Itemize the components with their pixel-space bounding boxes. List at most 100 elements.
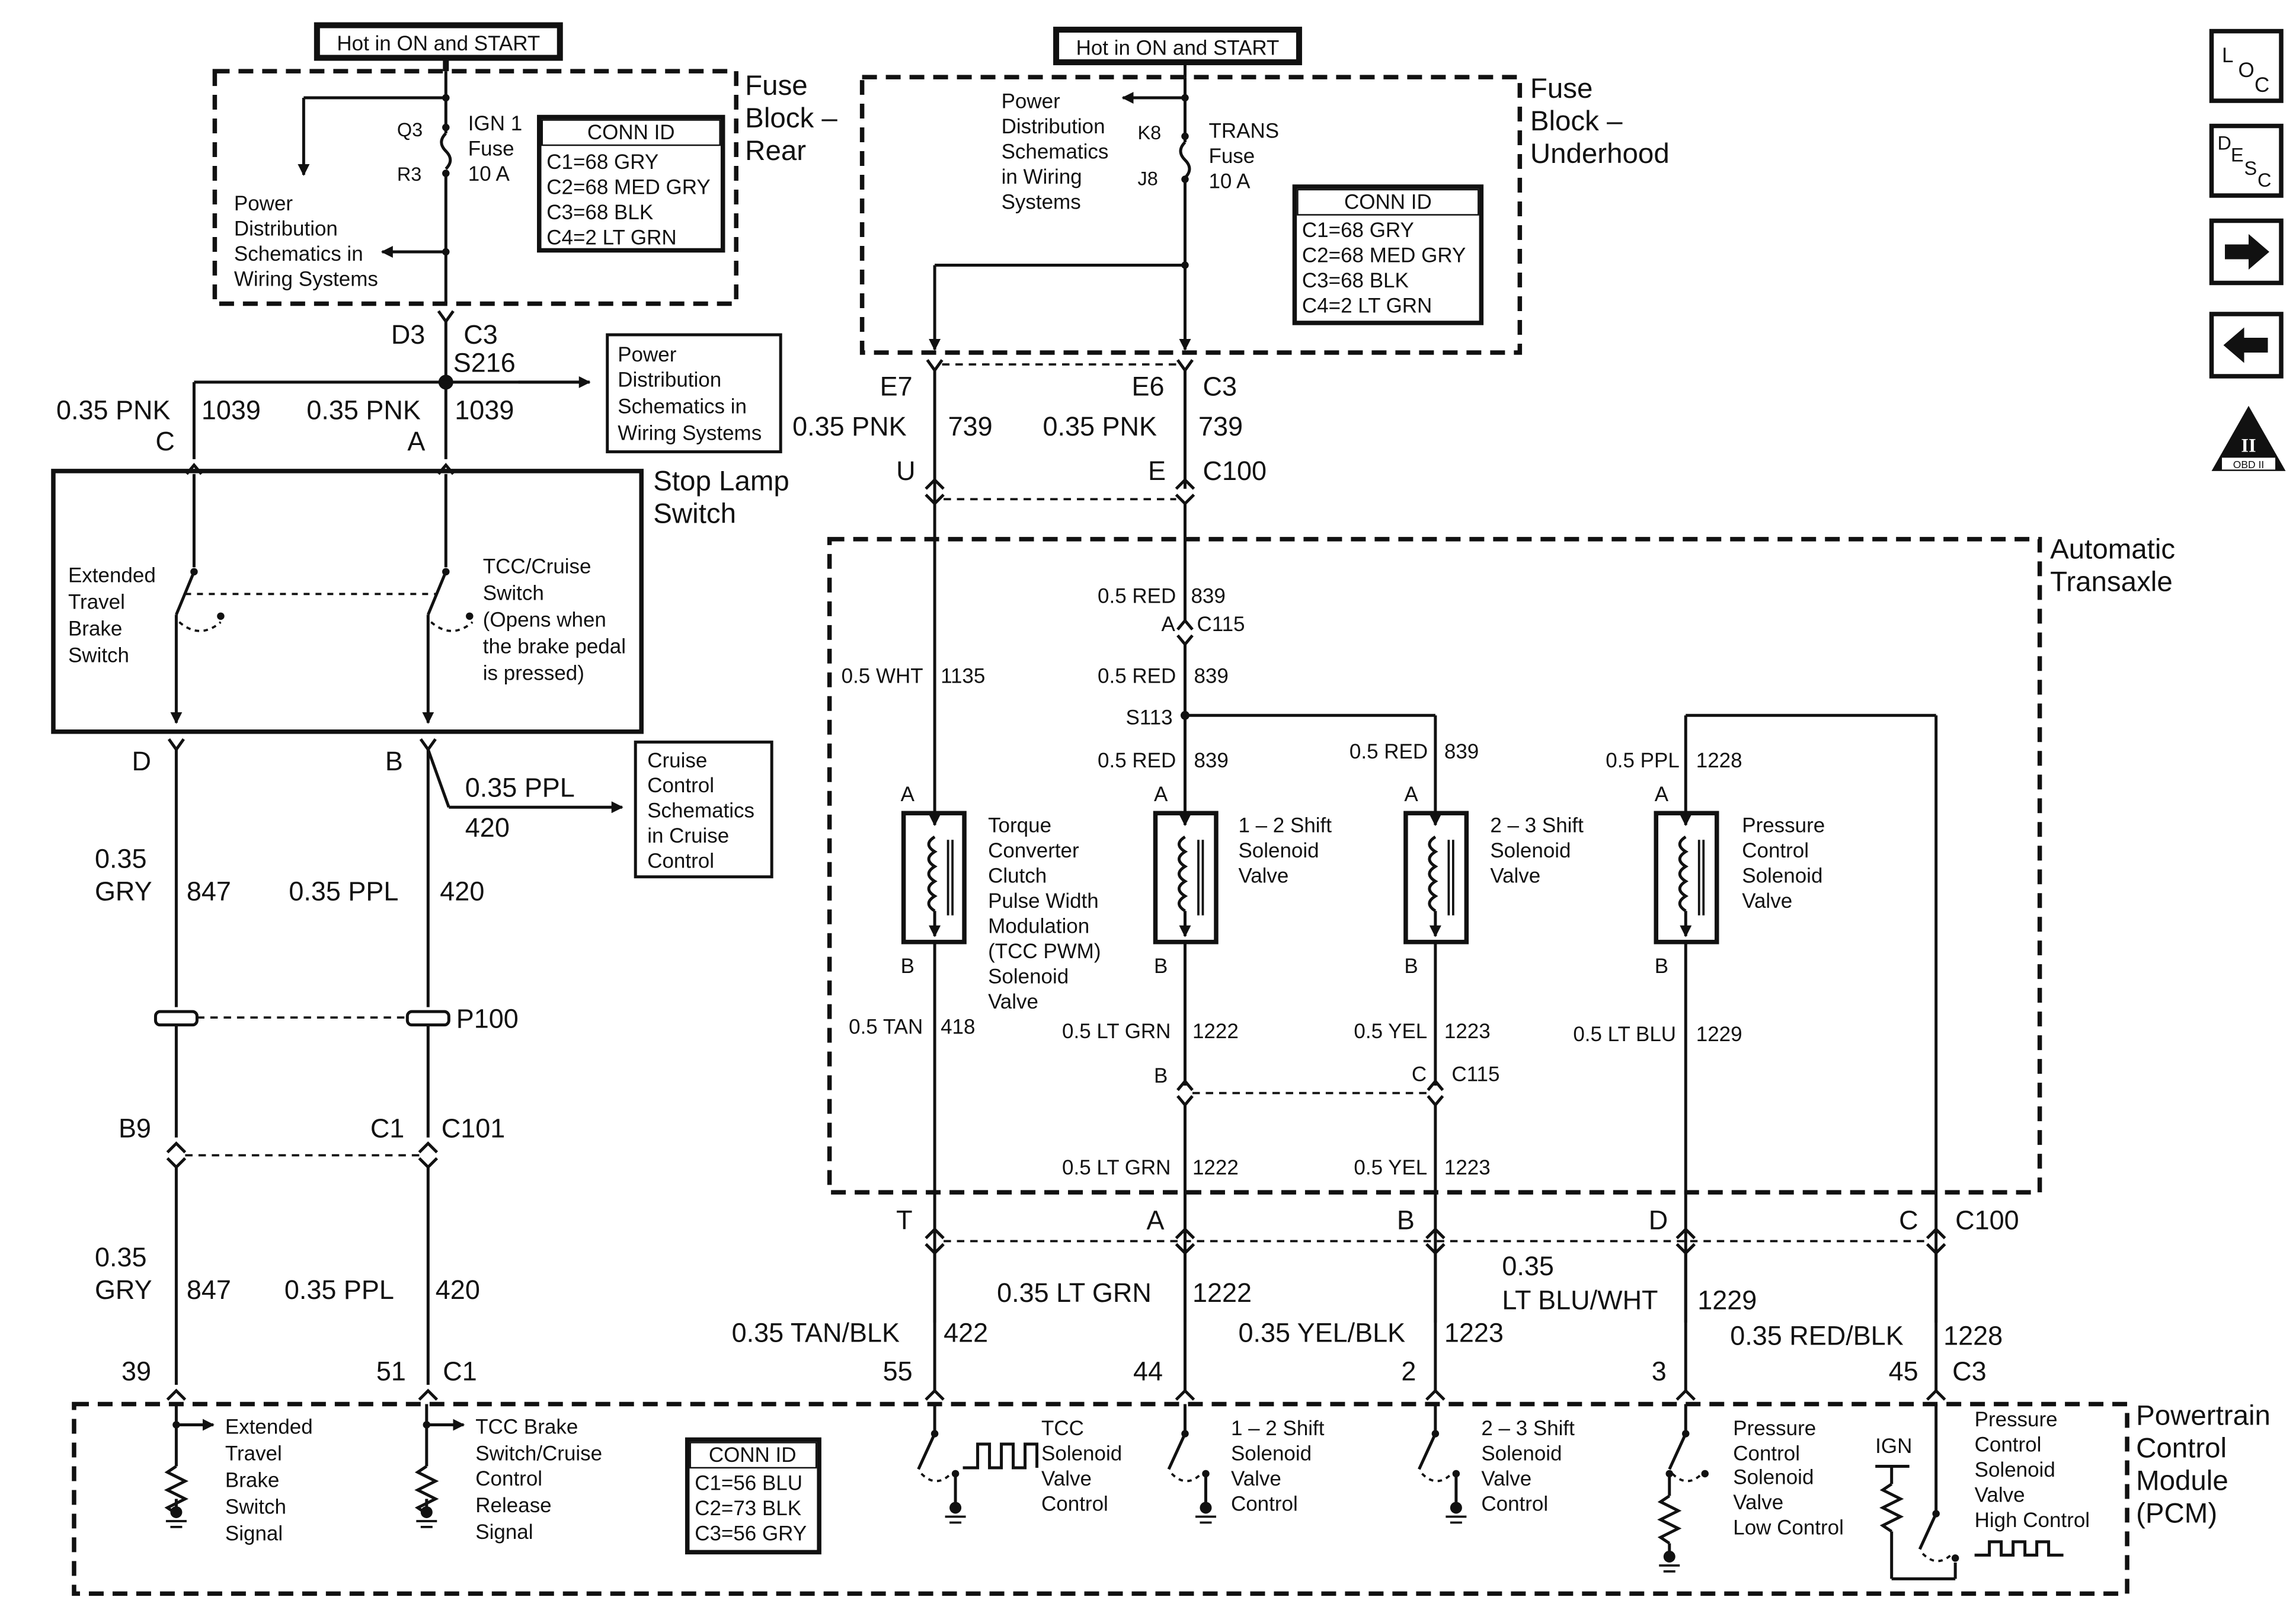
pcm-conn-1: C1=56 BLU: [695, 1471, 802, 1494]
fuse-uh-conn-4: C4=2 LT GRN: [1302, 294, 1432, 317]
transaxle-title-2: Transaxle: [2050, 566, 2173, 597]
wire-a-color: 0.35 PNK: [306, 395, 420, 425]
pcm-s23-4: Control: [1481, 1492, 1548, 1515]
c115-pin-c: C: [1412, 1063, 1427, 1086]
pcm-s23-3: Valve: [1481, 1467, 1531, 1490]
pnk-739-right-num: 739: [1198, 411, 1243, 441]
pc-sol-3: Solenoid: [1742, 865, 1822, 888]
ppl2-color: 0.35 PPL: [284, 1275, 394, 1305]
yel2-color: 0.5 YEL: [1354, 1156, 1427, 1179]
s23-sol-1: 2 – 3 Shift: [1490, 814, 1584, 837]
c100-pin-b: B: [1397, 1205, 1415, 1235]
pcm-conn-3: C3=56 GRY: [695, 1522, 807, 1545]
nav-icons: L O C D E S C II OBD II: [2209, 28, 2286, 471]
pcm-pch-3: Solenoid: [1975, 1458, 2055, 1481]
conn-c3-left: C3: [463, 319, 498, 350]
fuse-rear-power-3: Schematics in: [234, 242, 363, 265]
fuse-uh-name-2: Fuse: [1208, 145, 1255, 168]
pin-c: C: [155, 426, 174, 456]
conn-u: U: [896, 456, 915, 486]
obd-ii-icon: [2211, 405, 2286, 471]
fuse-uh-conn-2: C2=68 MED GRY: [1302, 244, 1466, 267]
red4-num: 839: [1444, 740, 1479, 763]
conn-c100-top: C100: [1203, 456, 1267, 486]
ppl-num: 420: [440, 876, 484, 907]
pcm-pcl-5: Low Control: [1733, 1516, 1844, 1539]
pcm-tcc-1: TCC: [1041, 1417, 1084, 1440]
fuse-uh-title-2: Block –: [1530, 105, 1623, 137]
ppl2-num: 420: [436, 1275, 480, 1305]
pcm-s12-4: Control: [1231, 1492, 1298, 1515]
gry2-label-a: 0.35: [95, 1242, 147, 1272]
pin-39: 39: [121, 1356, 151, 1386]
fuse-uh-power-4: in Wiring: [1002, 165, 1082, 188]
ext-switch-2: Travel: [68, 590, 125, 613]
fuse-rear-conn-2: C2=68 MED GRY: [546, 176, 710, 199]
obd-ii-button[interactable]: II OBD II: [2211, 405, 2286, 471]
conn-c101: C101: [442, 1113, 506, 1144]
pnk-739-right-color: 0.35 PNK: [1043, 411, 1157, 441]
cruise-ref-3: Schematics: [647, 799, 754, 822]
pin-55: 55: [883, 1356, 913, 1386]
pcm-tccb-4: Release: [475, 1494, 551, 1517]
pcm-yel-color: 0.35 YEL/BLK: [1238, 1318, 1405, 1348]
p100-connector-right: [405, 1010, 450, 1027]
c115-bottom: C115: [1451, 1063, 1499, 1086]
tcc-switch-2: Switch: [483, 581, 544, 604]
pc-sol-4: Valve: [1742, 889, 1792, 913]
pcm-ext-3: Brake: [225, 1468, 279, 1491]
pin-d: D: [132, 746, 151, 776]
fuse-uh-conn-1: C1=68 GRY: [1302, 219, 1414, 242]
pcm-pch-5: High Control: [1975, 1509, 2090, 1532]
c100-pin-a: A: [1147, 1205, 1165, 1235]
fuse-block-rear: Hot in ON and START Fuse Block – Rear Q3…: [212, 22, 837, 306]
ltgrn-1222-color: 0.5 LT GRN: [1062, 1020, 1171, 1043]
pcm-title-3: Module: [2136, 1465, 2228, 1496]
yel2-num: 1223: [1444, 1156, 1491, 1179]
pcm-pcl-4: Valve: [1733, 1491, 1783, 1514]
yel-1223-color: 0.5 YEL: [1354, 1020, 1427, 1043]
pnk-739-left-color: 0.35 PNK: [792, 411, 906, 441]
cruise-ref-2: Control: [647, 774, 714, 797]
pin-b: B: [385, 746, 403, 776]
conn-d3: D3: [391, 319, 426, 350]
p100-connector-left: [154, 1010, 199, 1027]
c115-top: C115: [1197, 613, 1245, 636]
pcm-ltblu-b: LT BLU/WHT: [1502, 1285, 1658, 1315]
fuse-rear-name-3: 10 A: [468, 162, 510, 185]
stop-lamp-switch-box: [51, 469, 644, 734]
desc-button[interactable]: D E S C: [2209, 123, 2284, 198]
desc-icon-s: S: [2244, 158, 2257, 179]
pcm-conn-title: CONN ID: [709, 1443, 797, 1467]
next-page-button[interactable]: [2209, 218, 2284, 286]
pcm-ext-1: Extended: [225, 1415, 313, 1438]
desc-icon-e: E: [2231, 145, 2244, 166]
s12-sol-1: 1 – 2 Shift: [1238, 814, 1332, 837]
prev-page-button[interactable]: [2209, 312, 2284, 379]
tcc-sol-pin-b: B: [901, 955, 914, 978]
pcm-pcl-2: Control: [1733, 1442, 1800, 1465]
fuse-rear-conn-title: CONN ID: [587, 121, 675, 144]
pin-45: 45: [1889, 1356, 1918, 1386]
fuse-rear-name-2: Fuse: [468, 137, 514, 161]
c100-bottom: T A B D C C100 0.35 LT GRN 1222 0.35 LT …: [732, 1205, 2019, 1401]
fuse-uh-pin-j8: J8: [1138, 168, 1158, 190]
pcm-boundary: [72, 1401, 2129, 1596]
fuse-uh-power-2: Distribution: [1002, 115, 1105, 138]
red-top-num: 839: [1191, 584, 1225, 607]
gry-label-a: 0.35: [95, 844, 147, 874]
ltgrn-1222-num: 1222: [1192, 1020, 1239, 1043]
hot-label-underhood-box: [1053, 27, 1302, 66]
tcc-switch-4: the brake pedal: [483, 635, 626, 658]
pcm-pch-4: Valve: [1975, 1483, 2025, 1506]
cruise-ref-1: Cruise: [647, 749, 707, 772]
pcm-s12-3: Valve: [1231, 1467, 1281, 1490]
ltgrn2-num: 1222: [1192, 1156, 1239, 1179]
hot-label-rear-box: [314, 22, 563, 61]
hot-label-underhood: Hot in ON and START: [1076, 37, 1280, 60]
s23-sol-2: Solenoid: [1490, 839, 1571, 862]
tcc-switch-5: is pressed): [483, 661, 584, 684]
tcc-sol-4: Pulse Width: [988, 889, 1099, 913]
pcm-tan-color: 0.35 TAN/BLK: [732, 1318, 900, 1348]
loc-button[interactable]: L O C: [2209, 28, 2284, 103]
